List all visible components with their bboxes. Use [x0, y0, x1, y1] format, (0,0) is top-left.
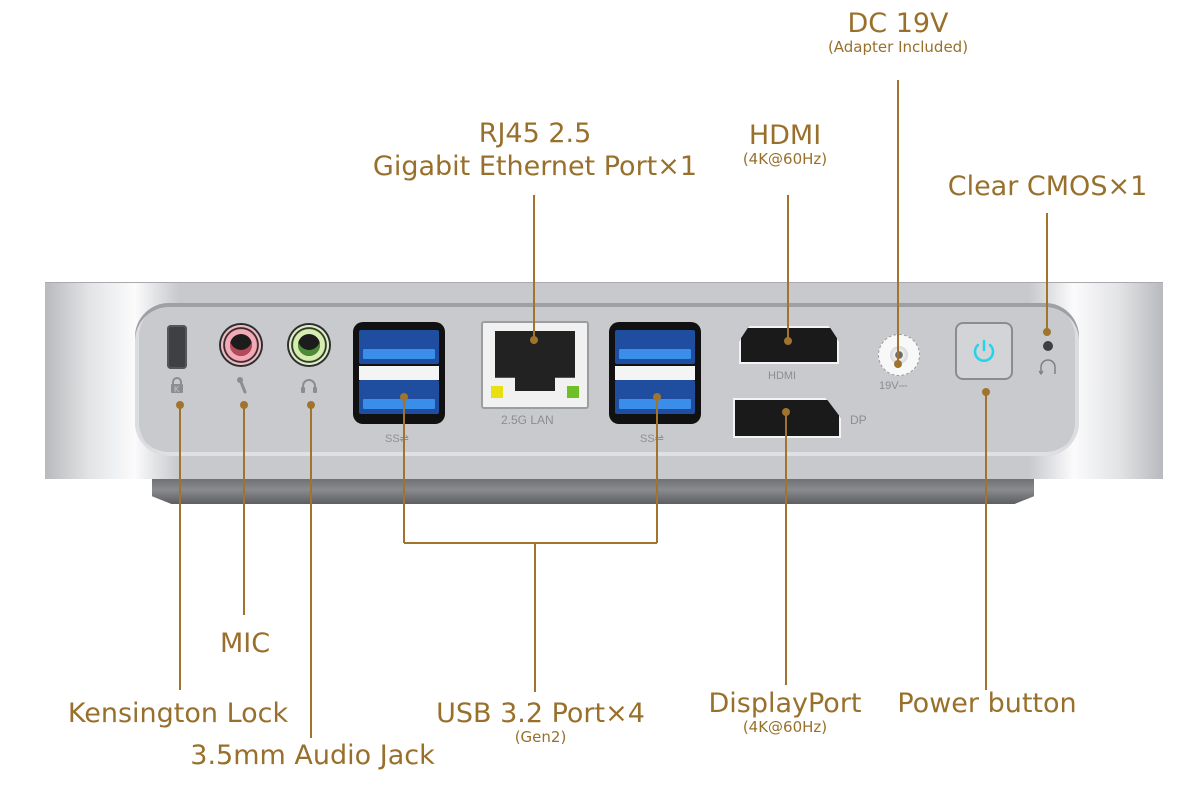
callout-dc-power-subtitle: (Adapter Included) — [827, 38, 969, 56]
callout-hdmi-subtitle: (4K@60Hz) — [742, 150, 828, 168]
kensington-lock-slot — [167, 325, 187, 369]
callout-mic-title: MIC — [219, 628, 271, 659]
dc-port-label: 19V⎓ — [879, 380, 908, 392]
callout-audio-jack: 3.5mm Audio Jack — [180, 742, 445, 769]
callout-hdmi: HDMI (4K@60Hz) — [720, 122, 850, 167]
leader-dot-dp — [782, 408, 790, 416]
kensington-lock-icon: K — [171, 377, 183, 393]
lan-led-yellow — [491, 386, 503, 398]
leader-dot-dc — [894, 360, 902, 368]
callout-displayport-title: DisplayPort — [708, 688, 862, 719]
callout-audio-jack-title: 3.5mm Audio Jack — [190, 740, 435, 771]
usb-superspeed-icon: SS⇌ — [385, 433, 409, 445]
leader-dot-usb-right — [653, 393, 661, 401]
leader-dot-hdmi — [784, 337, 792, 345]
callout-displayport: DisplayPort (4K@60Hz) — [700, 690, 870, 735]
clear-cmos-icon — [1038, 359, 1056, 376]
dp-port-label: DP — [850, 413, 867, 427]
callout-rj45-line1: RJ45 2.5 — [478, 118, 592, 149]
callout-power-button: Power button — [888, 690, 1086, 717]
callout-rj45: RJ45 2.5 Gigabit Ethernet Port×1 — [360, 120, 710, 180]
lan-port-label: 2.5G LAN — [501, 413, 554, 427]
usb-port-pair-left — [353, 322, 445, 424]
leader-dot-audio — [307, 401, 315, 409]
callout-rj45-line2: Gigabit Ethernet Port×1 — [372, 151, 698, 182]
callout-displayport-subtitle: (4K@60Hz) — [742, 718, 828, 736]
leader-dot-kensington — [176, 401, 184, 409]
headphones-icon — [301, 379, 317, 393]
callout-usb: USB 3.2 Port×4 (Gen2) — [428, 700, 653, 745]
power-button — [955, 322, 1013, 380]
audio-jack — [289, 325, 329, 365]
callout-hdmi-title: HDMI — [748, 120, 822, 151]
microphone-icon — [237, 377, 247, 394]
leader-dot-cmos — [1043, 328, 1051, 336]
mic-jack — [221, 325, 261, 365]
callout-usb-subtitle: (Gen2) — [514, 728, 567, 746]
callout-clear-cmos-title: Clear CMOS×1 — [947, 171, 1148, 202]
callout-mic: MIC — [205, 630, 285, 657]
power-icon — [973, 339, 995, 362]
callout-kensington-title: Kensington Lock — [67, 698, 289, 729]
leader-dot-mic — [240, 401, 248, 409]
leader-dot-rj45 — [530, 336, 538, 344]
svg-text:K: K — [174, 385, 180, 393]
callout-dc-power-title: DC 19V — [847, 8, 949, 39]
callout-kensington: Kensington Lock — [58, 700, 298, 727]
callout-usb-title: USB 3.2 Port×4 — [436, 698, 645, 729]
callout-dc-power: DC 19V (Adapter Included) — [810, 10, 986, 55]
usb-port-pair-right — [609, 322, 701, 424]
leader-dot-power — [982, 388, 990, 396]
callout-power-button-title: Power button — [897, 688, 1077, 719]
rear-io-panel — [135, 303, 1079, 456]
clear-cmos-pinhole — [1043, 341, 1053, 351]
device-base — [152, 478, 1034, 504]
hdmi-port-label: HDMI — [768, 370, 797, 382]
leader-dot-usb-left — [400, 393, 408, 401]
lan-led-green — [567, 386, 579, 398]
callout-clear-cmos: Clear CMOS×1 — [945, 173, 1150, 200]
